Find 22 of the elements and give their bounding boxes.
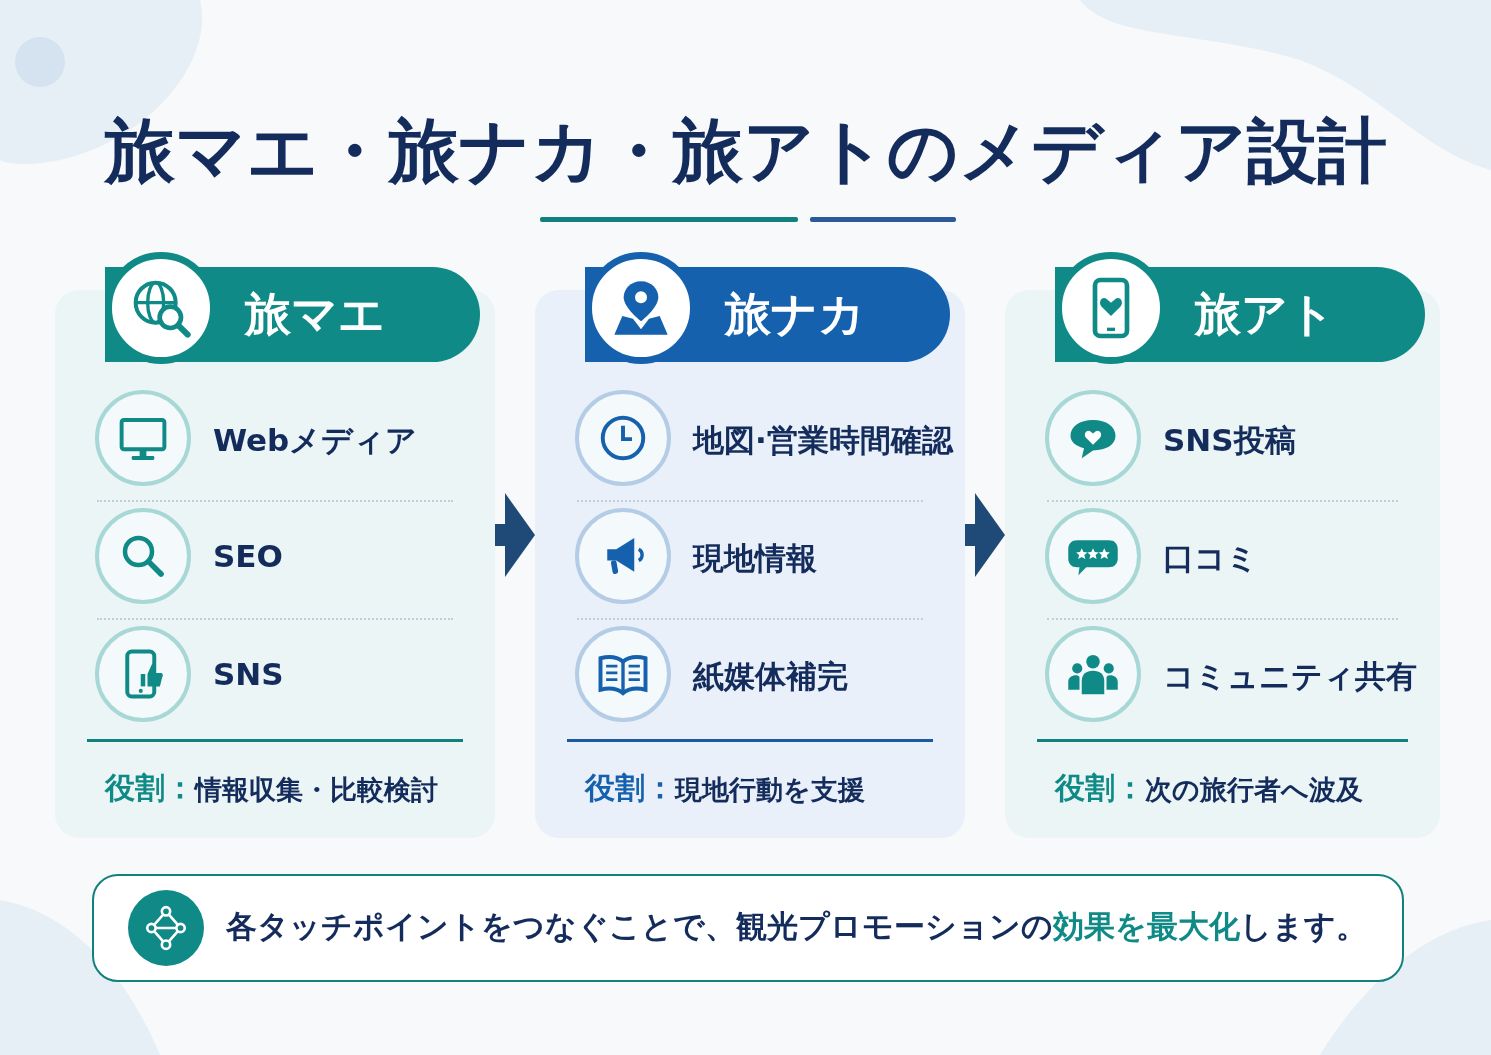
item-label: 地図·営業時間確認 (693, 421, 953, 460)
summary-text: します。 (1240, 908, 1367, 944)
role-label: 役割： (1055, 769, 1145, 807)
item-label: 紙媒体補完 (693, 657, 848, 696)
role-text: 次の旅行者へ波及 (1145, 773, 1363, 807)
item-label: SNS投稿 (1163, 421, 1296, 460)
flow-arrow (495, 493, 535, 577)
summary-text: 各タッチポイントをつなぐことで、観光プロモーションの (226, 908, 1053, 944)
summary-banner (92, 874, 1404, 982)
item-label: Webメディア (213, 421, 418, 460)
highlight-text: 効果を最大化 (1053, 908, 1240, 944)
item-label: SNS (213, 656, 284, 692)
title: 旅マエ・旅ナカ・旅アトのメディア設計 (103, 109, 1388, 194)
role-text: 情報収集・比較検討 (195, 773, 438, 807)
flow-arrow (965, 493, 1005, 577)
role-label: 役割： (585, 769, 675, 807)
role-label: 役割： (105, 769, 195, 807)
item-label: 現地情報 (693, 539, 817, 578)
item-label: SEO (213, 538, 283, 574)
item-label: 口コミ (1163, 539, 1258, 578)
item-label: コミュニティ共有 (1163, 657, 1417, 696)
role-text: 現地行動を支援 (675, 773, 865, 807)
